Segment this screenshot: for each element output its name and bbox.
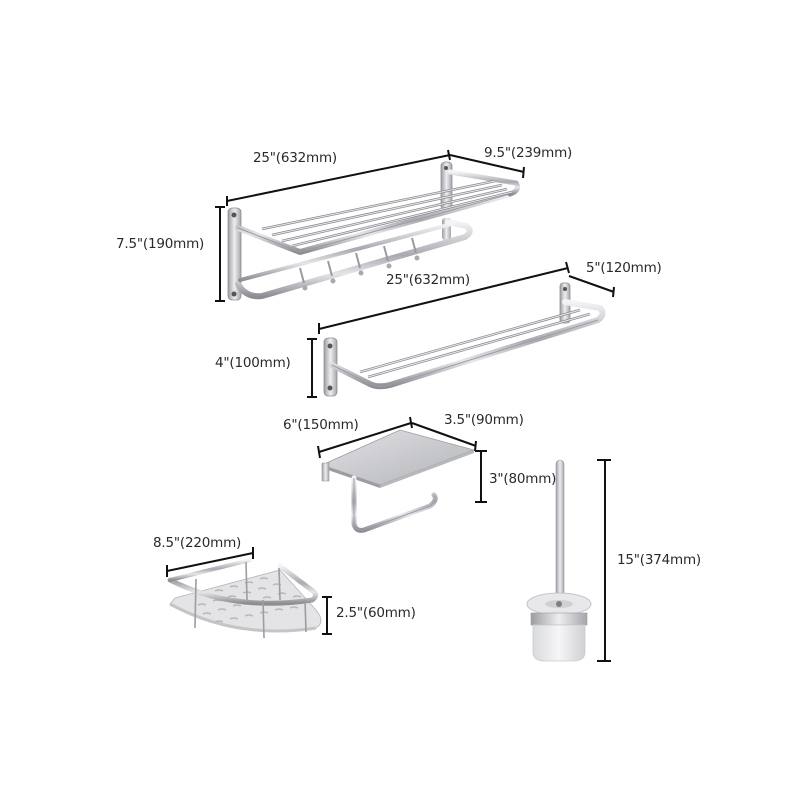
towel-bar-dimension-lines [307, 261, 615, 398]
towel-rack-dimension-lines [215, 149, 525, 302]
towel-rack-height-label: 7.5"(190mm) [116, 236, 205, 252]
corner-basket-length-label: 8.5"(220mm) [153, 535, 242, 551]
paper-holder-depth-label: 3.5"(90mm) [444, 412, 524, 428]
towel-rack-illustration [227, 161, 520, 301]
corner-basket-dimension-lines [166, 547, 332, 635]
corner-basket-height-label: 2.5"(60mm) [336, 605, 416, 621]
towel-rack-length-label: 25"(632mm) [253, 150, 337, 166]
paper-holder-length-label: 6"(150mm) [283, 417, 359, 433]
toilet-brush-illustration [526, 459, 592, 662]
paper-holder-illustration [320, 429, 476, 533]
towel-bar-length-label: 25"(632mm) [386, 272, 470, 288]
toilet-brush-height-label: 15"(374mm) [617, 552, 701, 568]
towel-rack-depth-label: 9.5"(239mm) [484, 145, 573, 161]
toilet-brush-dimension-lines [597, 459, 611, 662]
paper-holder-dimension-lines [317, 416, 487, 503]
corner-basket-illustration [167, 558, 322, 639]
towel-bar-depth-label: 5"(120mm) [586, 260, 662, 276]
towel-bar-illustration [323, 282, 606, 397]
paper-holder-height-label: 3"(80mm) [489, 471, 557, 487]
towel-bar-height-label: 4"(100mm) [215, 355, 291, 371]
